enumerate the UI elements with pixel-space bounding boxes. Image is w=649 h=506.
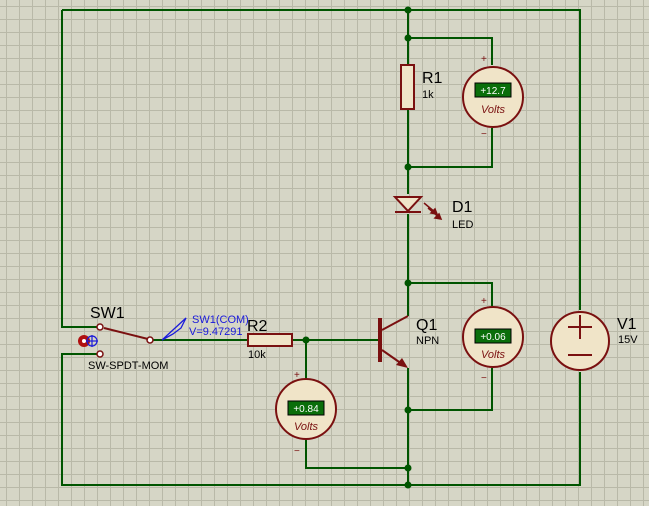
r2-name: R2 <box>247 318 268 335</box>
d1-type: LED <box>452 219 473 231</box>
q1-meter-unit: Volts <box>481 349 506 361</box>
junction-dot <box>404 464 412 472</box>
junction-dot <box>404 406 412 414</box>
wire-r1-meter-bottom <box>408 128 493 168</box>
v1-name: V1 <box>617 316 637 333</box>
probe-reading: V=9.47291 <box>189 326 243 338</box>
wire-base-meter-bottom <box>305 438 408 469</box>
switch-actuator-icon[interactable] <box>78 335 98 347</box>
wires <box>61 9 581 486</box>
wire-top-rail <box>62 9 581 310</box>
sw1-type: SW-SPDT-MOM <box>88 360 168 372</box>
resistor-r1[interactable]: R1 1k <box>400 64 443 110</box>
wire-bottom-rail <box>61 353 581 486</box>
resistor-r2[interactable]: R2 10k <box>247 318 293 361</box>
voltmeter-base[interactable]: +0.84 Volts + − <box>275 370 337 457</box>
base-meter-reading: +0.84 <box>293 404 319 415</box>
base-meter-unit: Volts <box>294 421 319 433</box>
voltage-source-v1[interactable]: V1 15V <box>550 311 638 371</box>
wire-q1-meter-bottom <box>408 368 493 411</box>
led-d1[interactable]: D1 LED <box>392 196 473 231</box>
q1-meter-minus: − <box>481 373 487 384</box>
r1-name: R1 <box>422 70 443 87</box>
q1-name: Q1 <box>416 317 437 334</box>
voltmeter-q1[interactable]: +0.06 Volts + − <box>462 296 524 384</box>
transistor-q1[interactable]: Q1 NPN <box>378 315 439 368</box>
q1-meter-plus: + <box>481 296 487 307</box>
wire-left-rail <box>61 10 100 328</box>
base-meter-minus: − <box>294 446 300 457</box>
sw1-name: SW1 <box>90 305 125 322</box>
voltage-probe[interactable]: SW1(COM) V=9.47291 <box>161 314 249 341</box>
switch-sw1[interactable]: SW1 SW-SPDT-MOM <box>78 305 168 372</box>
r1-meter-unit: Volts <box>481 104 506 116</box>
r1-meter-plus: + <box>481 54 487 65</box>
junction-dot <box>404 163 412 171</box>
led-light-arrows <box>423 202 443 220</box>
d1-name: D1 <box>452 199 473 216</box>
junction-dot <box>404 481 412 489</box>
emitter-arrow <box>396 358 408 368</box>
probe-name: SW1(COM) <box>192 314 249 326</box>
junctions <box>302 6 412 489</box>
wire-r1-meter-top <box>408 37 493 65</box>
junction-dot <box>404 279 412 287</box>
r1-value: 1k <box>422 89 434 101</box>
junction-dot <box>404 34 412 42</box>
wire-q1-meter-top <box>408 282 493 306</box>
q1-meter-reading: +0.06 <box>480 332 506 343</box>
r2-value: 10k <box>248 349 266 361</box>
base-meter-plus: + <box>294 370 300 381</box>
r1-meter-minus: − <box>481 129 487 140</box>
q1-type: NPN <box>416 335 439 347</box>
voltmeter-r1[interactable]: +12.7 Volts + − <box>462 54 524 140</box>
probe-arrow-icon <box>161 317 187 341</box>
junction-dot <box>302 336 310 344</box>
r1-meter-reading: +12.7 <box>480 86 506 97</box>
v1-value: 15V <box>618 334 638 346</box>
junction-dot <box>404 6 412 14</box>
